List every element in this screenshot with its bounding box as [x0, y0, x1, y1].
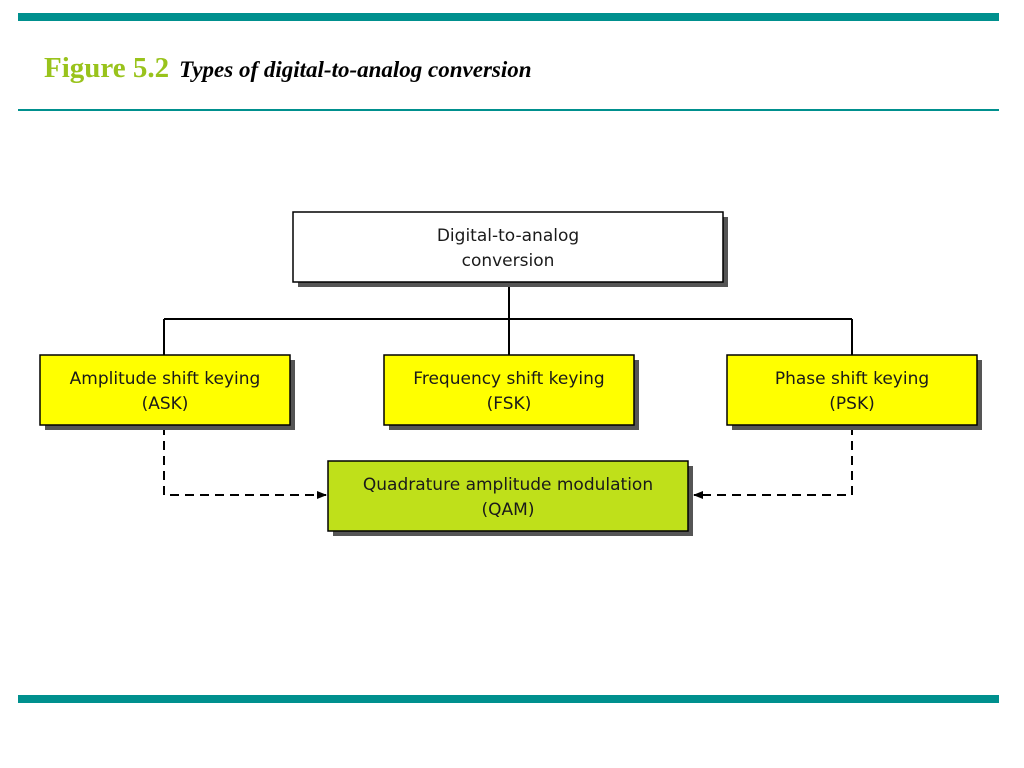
box-psk: Phase shift keying (PSK): [726, 354, 982, 430]
box-root-line2: conversion: [462, 251, 555, 271]
box-fsk-line1: Frequency shift keying: [413, 369, 604, 389]
box-root-frame: [292, 211, 724, 283]
dashed-arrow-ask-to-qam: [163, 426, 327, 499]
bottom-accent-bar: [18, 695, 999, 703]
box-ask-line2: (ASK): [142, 394, 189, 414]
box-psk-line1: Phase shift keying: [775, 369, 929, 389]
slide-title: Figure 5.2 Types of digital-to-analog con…: [44, 52, 532, 85]
box-ask-frame: [39, 354, 291, 426]
box-qam: Quadrature amplitude modulation (QAM): [327, 460, 693, 536]
figure-caption: Types of digital-to-analog conversion: [179, 57, 532, 82]
box-fsk-line2: (FSK): [487, 394, 532, 414]
box-ask-line1: Amplitude shift keying: [70, 369, 261, 389]
box-ask: Amplitude shift keying (ASK): [39, 354, 295, 430]
dashed-arrow-psk-to-qam: [693, 426, 853, 499]
box-psk-frame: [726, 354, 978, 426]
header-divider: [18, 109, 999, 111]
box-qam-frame: [327, 460, 689, 532]
box-qam-line2: (QAM): [482, 500, 535, 520]
box-fsk: Frequency shift keying (FSK): [383, 354, 639, 430]
box-fsk-frame: [383, 354, 635, 426]
figure-label: Figure 5.2: [44, 52, 170, 84]
box-psk-line2: (PSK): [829, 394, 874, 414]
dashed-arrows: [163, 426, 853, 499]
box-qam-line1: Quadrature amplitude modulation: [363, 475, 653, 495]
box-root-line1: Digital-to-analog: [437, 226, 579, 246]
box-root: Digital-to-analog conversion: [292, 211, 728, 287]
tree-connectors: [163, 285, 853, 355]
top-accent-bar: [18, 13, 999, 21]
